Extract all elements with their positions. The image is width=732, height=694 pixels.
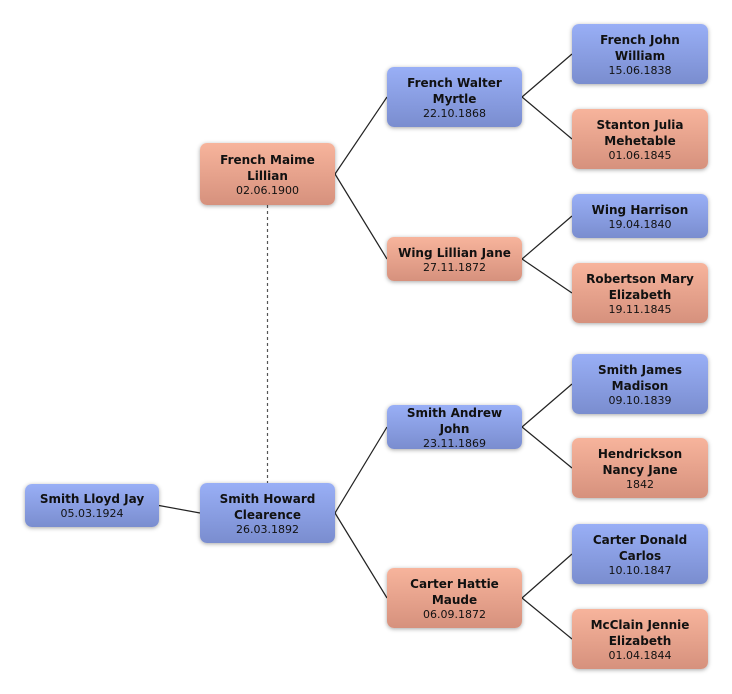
parent-link bbox=[158, 504, 201, 514]
person-name: Smith Andrew John bbox=[406, 405, 503, 436]
parent-link bbox=[334, 173, 388, 260]
person-name: French John William bbox=[600, 32, 680, 63]
parent-link bbox=[521, 597, 573, 640]
person-date: 22.10.1868 bbox=[423, 106, 486, 120]
parent-link bbox=[521, 426, 573, 469]
person-date: 01.04.1844 bbox=[608, 648, 672, 662]
person-date: 15.06.1838 bbox=[608, 63, 672, 77]
person-name: Wing Lillian Jane bbox=[398, 245, 511, 260]
person-name: Carter Hattie Maude bbox=[410, 576, 499, 607]
person-date: 19.04.1840 bbox=[608, 217, 672, 231]
person-name: French Maime Lillian bbox=[220, 152, 315, 183]
person-name: Smith Lloyd Jay bbox=[39, 492, 145, 506]
person-date: 05.03.1924 bbox=[60, 507, 124, 520]
parent-link bbox=[521, 96, 573, 140]
person-name: Wing Harrison bbox=[591, 202, 689, 217]
person-date: 1842 bbox=[626, 477, 654, 491]
parent-link bbox=[521, 383, 573, 428]
person-name: McClain Jennie Elizabeth bbox=[590, 617, 690, 648]
person-name: Stanton Julia Mehetable bbox=[596, 117, 684, 148]
person-date: 26.03.1892 bbox=[236, 522, 299, 536]
person-date: 06.09.1872 bbox=[423, 607, 486, 621]
person-date: 02.06.1900 bbox=[236, 183, 299, 197]
person-name: Carter Donald Carlos bbox=[592, 532, 688, 563]
parent-link bbox=[521, 53, 573, 98]
person-date: 27.11.1872 bbox=[423, 260, 486, 274]
person-date: 23.11.1869 bbox=[423, 436, 486, 450]
person-date: 10.10.1847 bbox=[608, 563, 672, 577]
person-name: Smith James Madison bbox=[597, 362, 683, 393]
person-date: 09.10.1839 bbox=[608, 393, 672, 407]
parent-link bbox=[521, 258, 573, 294]
parent-link bbox=[521, 215, 573, 260]
person-name: French Walter Myrtle bbox=[407, 75, 502, 106]
person-date: 19.11.1845 bbox=[608, 302, 672, 316]
person-name: Robertson Mary Elizabeth bbox=[586, 271, 694, 302]
person-name: Hendrickson Nancy Jane bbox=[597, 446, 683, 477]
parent-link bbox=[334, 96, 388, 175]
person-name: Smith Howard Clearence bbox=[219, 491, 316, 522]
parent-link bbox=[334, 512, 388, 599]
person-date: 01.06.1845 bbox=[608, 148, 672, 162]
parent-link bbox=[521, 553, 573, 599]
parent-link bbox=[334, 426, 388, 514]
